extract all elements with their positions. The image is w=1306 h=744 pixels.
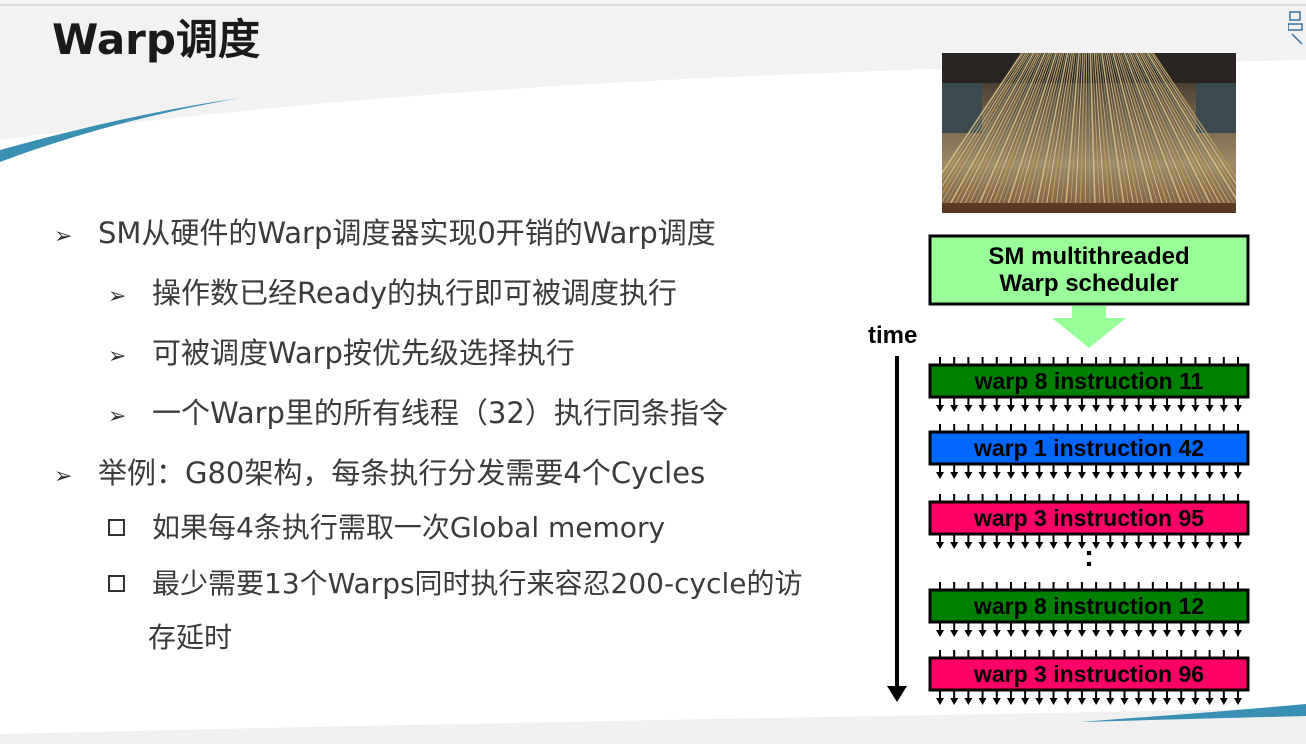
warp-instruction-label: warp 3 instruction 96 [973,661,1204,687]
time-label: time [868,322,917,349]
warp-instruction-label: warp 8 instruction 12 [973,593,1204,619]
bullet-item: ➢ SM从硬件的Warp调度器实现0开销的Warp调度 [54,210,716,252]
top-gray-band [0,0,1306,140]
page-title: Warp调度 [52,15,260,64]
scheduler-box [928,234,1250,306]
scheduler-label-line1: SM multithreaded [988,243,1189,270]
bullet-item: 最少需要13个Warps同时执行来容忍200-cycle的访 [108,562,802,602]
bullet-item: 如果每4条执行需取一次Global memory [108,506,665,546]
logo-icon [1288,11,1303,45]
ellipsis-label: : [1084,540,1094,573]
arrow-bullet-icon: ➢ [108,404,127,429]
warp-instruction-label: warp 3 instruction 95 [973,505,1204,531]
arrow-bullet-icon: ➢ [108,284,127,309]
warp-instruction-box: warp 8 instruction 12 [928,582,1250,637]
bullet-item: ➢ 一个Warp里的所有线程（32）执行同条指令 [108,390,728,432]
arrow-bullet-icon: ➢ [54,464,73,489]
arrow-bullet-icon: ➢ [54,224,73,249]
bullet-text: 可被调度Warp按优先级选择执行 [152,336,575,370]
scheduler-down-arrow-icon [1052,306,1126,348]
warp-instruction-box: warp 3 instruction 95 [928,494,1250,549]
warp-instruction-box: warp 8 instruction 11 [928,357,1250,412]
square-bullet-icon [108,511,152,544]
time-arrow-head-icon [887,686,907,702]
bullet-text: SM从硬件的Warp调度器实现0开销的Warp调度 [98,216,716,250]
warp-instruction-box: warp 1 instruction 42 [928,424,1250,479]
square-bullet-icon [108,567,152,600]
warp-instruction-box: warp 3 instruction 96 [928,650,1250,705]
bullet-item: ➢ 操作数已经Ready的执行即可被调度执行 [108,270,677,312]
bottom-gray-band [0,708,1306,744]
bullet-text: 最少需要13个Warps同时执行来容忍200-cycle的访 [152,567,803,600]
warp-instruction-label: warp 8 instruction 11 [974,368,1204,394]
bullet-item-continued: 存延时 [148,616,232,656]
bullet-text: 举例：G80架构，每条执行分发需要4个Cycles [98,456,706,490]
scheduler-label-line2: Warp scheduler [999,270,1178,297]
loom-photo [942,53,1236,213]
bullet-item: ➢ 举例：G80架构，每条执行分发需要4个Cycles [54,450,705,492]
arrow-bullet-icon: ➢ [108,344,127,369]
bullet-text: 一个Warp里的所有线程（32）执行同条指令 [152,396,728,430]
warp-instruction-label: warp 1 instruction 42 [973,435,1204,461]
warp-schedule-diagram: SM multithreaded Warp scheduler time : w… [868,234,1250,705]
bullet-text: 如果每4条执行需取一次Global memory [152,511,666,544]
bullet-text: 操作数已经Ready的执行即可被调度执行 [152,276,678,310]
bullet-text: 存延时 [148,621,233,654]
bottom-accent-swoosh [1080,704,1306,722]
bullet-item: ➢ 可被调度Warp按优先级选择执行 [108,330,575,372]
